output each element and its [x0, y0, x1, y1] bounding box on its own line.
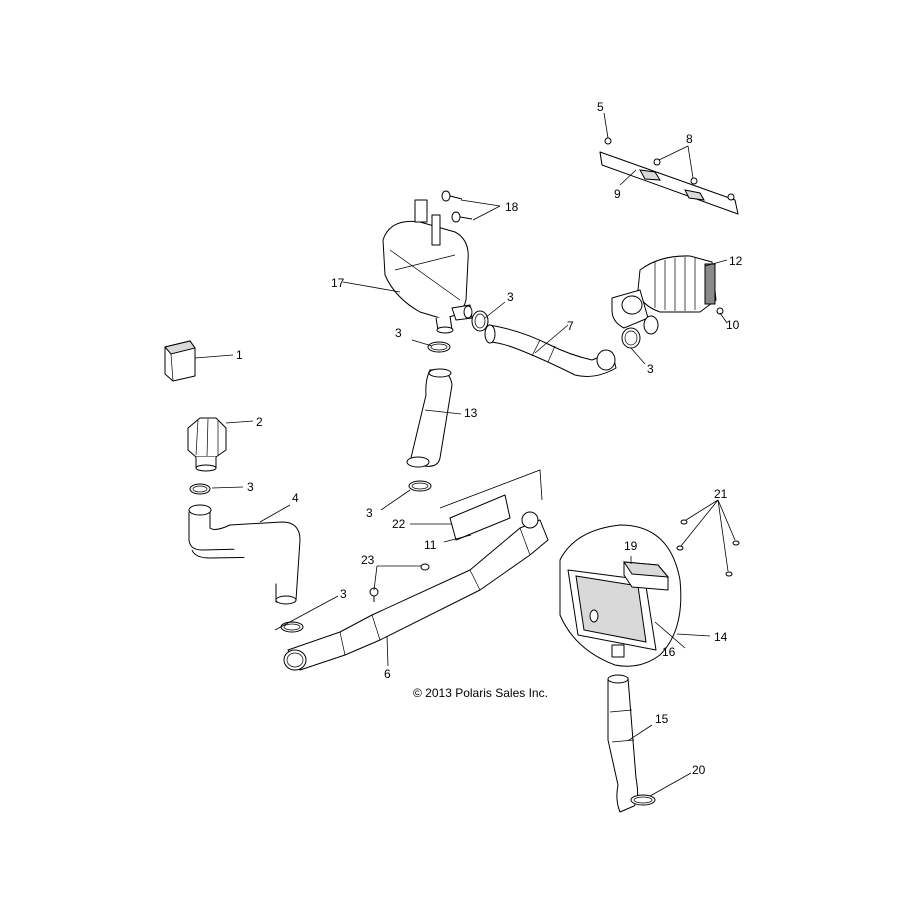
- part-5-screw: [604, 137, 612, 145]
- callout-19: 19: [624, 539, 638, 553]
- callout-7: 7: [567, 319, 574, 333]
- callout-1: 1: [236, 348, 243, 362]
- callout-2: 2: [256, 415, 263, 429]
- part-17-airbox: [382, 199, 473, 334]
- part-1-foam-block: [164, 340, 196, 382]
- clamp-3-airbox-outlet: [471, 310, 489, 332]
- callout-8: 8: [686, 132, 693, 146]
- callout-22: 22: [392, 517, 406, 531]
- part-9-bracket: [599, 151, 739, 215]
- callout-3-d: 3: [647, 362, 654, 376]
- callout-21: 21: [714, 487, 728, 501]
- clamp-3-small: [189, 483, 211, 495]
- callout-3-e: 3: [366, 506, 373, 520]
- callout-11: 11: [424, 538, 437, 552]
- clamp-3-airbox-bottom: [427, 341, 451, 353]
- part-4-elbow-hose: [188, 504, 301, 605]
- callout-17: 17: [331, 276, 345, 290]
- callout-14: 14: [714, 630, 728, 644]
- part-2-breather-filter: [187, 417, 227, 472]
- part-8-nuts: [653, 158, 735, 201]
- part-13-hose: [406, 368, 453, 468]
- callout-18: 18: [505, 200, 519, 214]
- callout-9: 9: [614, 187, 621, 201]
- clamp-3-hose13: [408, 480, 432, 492]
- part-10-screw: [716, 307, 724, 315]
- callout-3-b: 3: [507, 290, 514, 304]
- part-21-screws: [676, 519, 740, 577]
- callout-23: 23: [361, 553, 375, 567]
- callout-5: 5: [597, 100, 604, 114]
- part-11-duct: [283, 511, 549, 671]
- part-19-foam: [623, 561, 670, 591]
- part-7-intake-hose: [484, 324, 617, 377]
- part-20-clamp: [630, 794, 656, 806]
- callout-6: 6: [384, 667, 391, 681]
- callout-20: 20: [692, 763, 706, 777]
- callout-15: 15: [655, 712, 669, 726]
- part-22-decal: [439, 469, 543, 541]
- leader-lines: [194, 112, 736, 797]
- callout-12: 12: [729, 254, 743, 268]
- clamp-3-duct: [280, 621, 304, 633]
- part-15-hose: [607, 674, 639, 813]
- copyright-notice: © 2013 Polaris Sales Inc.: [413, 686, 548, 700]
- callout-3-c: 3: [395, 326, 402, 340]
- callout-13: 13: [464, 406, 478, 420]
- callout-3-f: 3: [340, 587, 347, 601]
- clamp-3-throttle: [621, 327, 641, 349]
- part-12-engine-assembly: [611, 255, 717, 335]
- callout-16: 16: [662, 645, 676, 659]
- part-14-cover-assembly: [559, 524, 682, 667]
- callout-3-a: 3: [247, 480, 254, 494]
- callout-10: 10: [726, 318, 740, 332]
- callout-labels: 1 2 3 4 5 8 9 18 12 17 3 7 10 3 3 13 3 2…: [236, 100, 743, 777]
- part-18-bolts: [441, 190, 473, 223]
- callout-4: 4: [292, 491, 299, 505]
